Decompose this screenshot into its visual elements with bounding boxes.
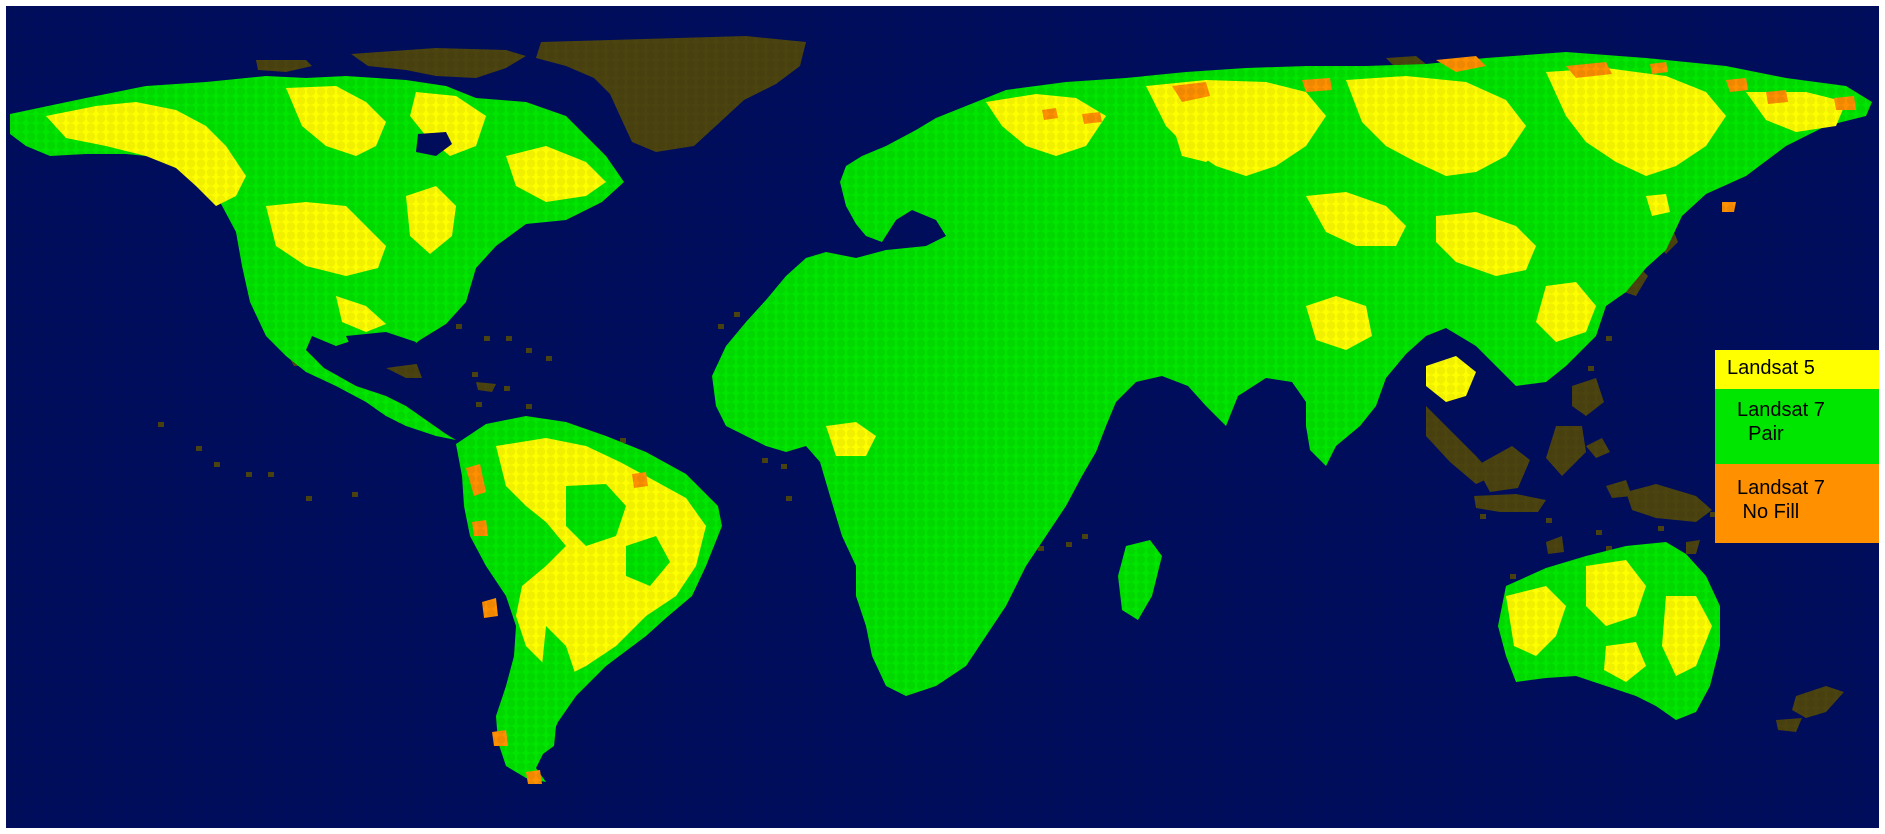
- small-island: [506, 336, 512, 341]
- world-coverage-map: Landsat 5 Landsat 7 Pair Landsat 7 No Fi…: [6, 6, 1879, 828]
- small-island: [472, 372, 478, 377]
- legend-item-landsat-5: Landsat 5: [1715, 350, 1879, 389]
- small-island: [1082, 534, 1088, 539]
- legend-label-landsat-7-no-fill: Landsat 7 No Fill: [1737, 477, 1825, 523]
- small-island: [1066, 542, 1072, 547]
- small-island: [762, 458, 768, 463]
- small-island: [268, 472, 274, 477]
- small-island: [306, 496, 312, 501]
- legend-label-landsat-7-pair: Landsat 7 Pair: [1737, 399, 1825, 445]
- legend-label-landsat-5: Landsat 5: [1727, 357, 1815, 379]
- legend-item-landsat-7-no-fill: Landsat 7 No Fill: [1715, 464, 1879, 543]
- legend-item-landsat-7-pair: Landsat 7 Pair: [1715, 389, 1879, 464]
- small-island: [504, 386, 510, 391]
- small-island: [246, 472, 252, 477]
- small-island: [734, 312, 740, 317]
- small-island: [1606, 336, 1612, 341]
- small-island: [476, 402, 482, 407]
- small-island: [1588, 366, 1594, 371]
- small-island: [786, 496, 792, 501]
- small-island: [158, 422, 164, 427]
- small-island: [1510, 574, 1516, 579]
- small-island: [1480, 514, 1486, 519]
- small-island: [1546, 518, 1552, 523]
- small-island: [484, 336, 490, 341]
- small-island: [718, 324, 724, 329]
- small-island: [526, 348, 532, 353]
- small-island: [352, 492, 358, 497]
- small-island: [1596, 530, 1602, 535]
- legend: Landsat 5 Landsat 7 Pair Landsat 7 No Fi…: [1715, 350, 1879, 543]
- map-canvas: [6, 6, 1879, 828]
- small-island: [456, 324, 462, 329]
- small-island: [546, 356, 552, 361]
- small-island: [196, 446, 202, 451]
- small-island: [1658, 526, 1664, 531]
- small-island: [214, 462, 220, 467]
- small-island: [526, 404, 532, 409]
- small-island: [1038, 546, 1044, 551]
- small-island: [781, 464, 787, 469]
